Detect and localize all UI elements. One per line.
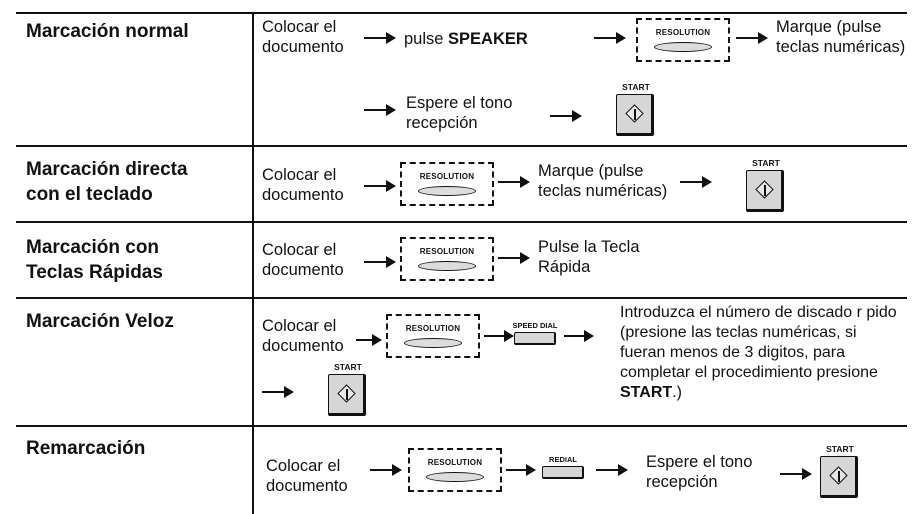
arrow-icon xyxy=(780,468,812,480)
row-divider xyxy=(16,297,907,299)
arrow-icon xyxy=(596,464,628,476)
start-key-icon: START xyxy=(744,158,788,214)
arrow-icon xyxy=(356,334,382,346)
arrow-icon xyxy=(370,464,402,476)
start-key-icon: START xyxy=(614,82,658,138)
resolution-key-icon: RESOLUTION xyxy=(408,448,502,492)
table-top-border xyxy=(16,12,907,14)
arrow-icon xyxy=(550,110,582,122)
row-divider xyxy=(16,425,907,427)
arrow-icon xyxy=(364,180,396,192)
redial-key-icon: REDIAL xyxy=(540,455,586,483)
column-divider xyxy=(252,12,254,514)
row-title: Remarcación xyxy=(26,438,146,459)
arrow-icon xyxy=(564,330,594,342)
arrow-icon xyxy=(364,104,396,116)
resolution-key-icon: RESOLUTION xyxy=(400,237,494,281)
arrow-icon xyxy=(506,464,536,476)
row-title: Marcación normal xyxy=(26,21,189,42)
arrow-icon xyxy=(364,32,396,44)
arrow-icon xyxy=(680,176,712,188)
resolution-key-icon: RESOLUTION xyxy=(636,18,730,62)
arrow-icon xyxy=(262,386,294,398)
resolution-key-icon: RESOLUTION xyxy=(400,162,494,206)
arrow-icon xyxy=(736,32,768,44)
step-press-speaker: pulse SPEAKER xyxy=(404,30,528,48)
row-divider xyxy=(16,145,907,147)
arrow-icon xyxy=(484,330,514,342)
start-key-icon: START xyxy=(818,444,862,500)
arrow-icon xyxy=(498,176,530,188)
arrow-icon xyxy=(364,256,396,268)
row-title: Marcación Veloz xyxy=(26,311,174,332)
speed-dial-key-icon: SPEED DIAL xyxy=(512,321,558,349)
arrow-icon xyxy=(594,32,626,44)
start-key-icon: START xyxy=(326,362,370,418)
arrow-icon xyxy=(498,252,530,264)
row-divider xyxy=(16,221,907,223)
resolution-key-icon: RESOLUTION xyxy=(386,314,480,358)
step-speed-dial-instructions: Introduzca el número de discado r pido (… xyxy=(620,304,897,401)
